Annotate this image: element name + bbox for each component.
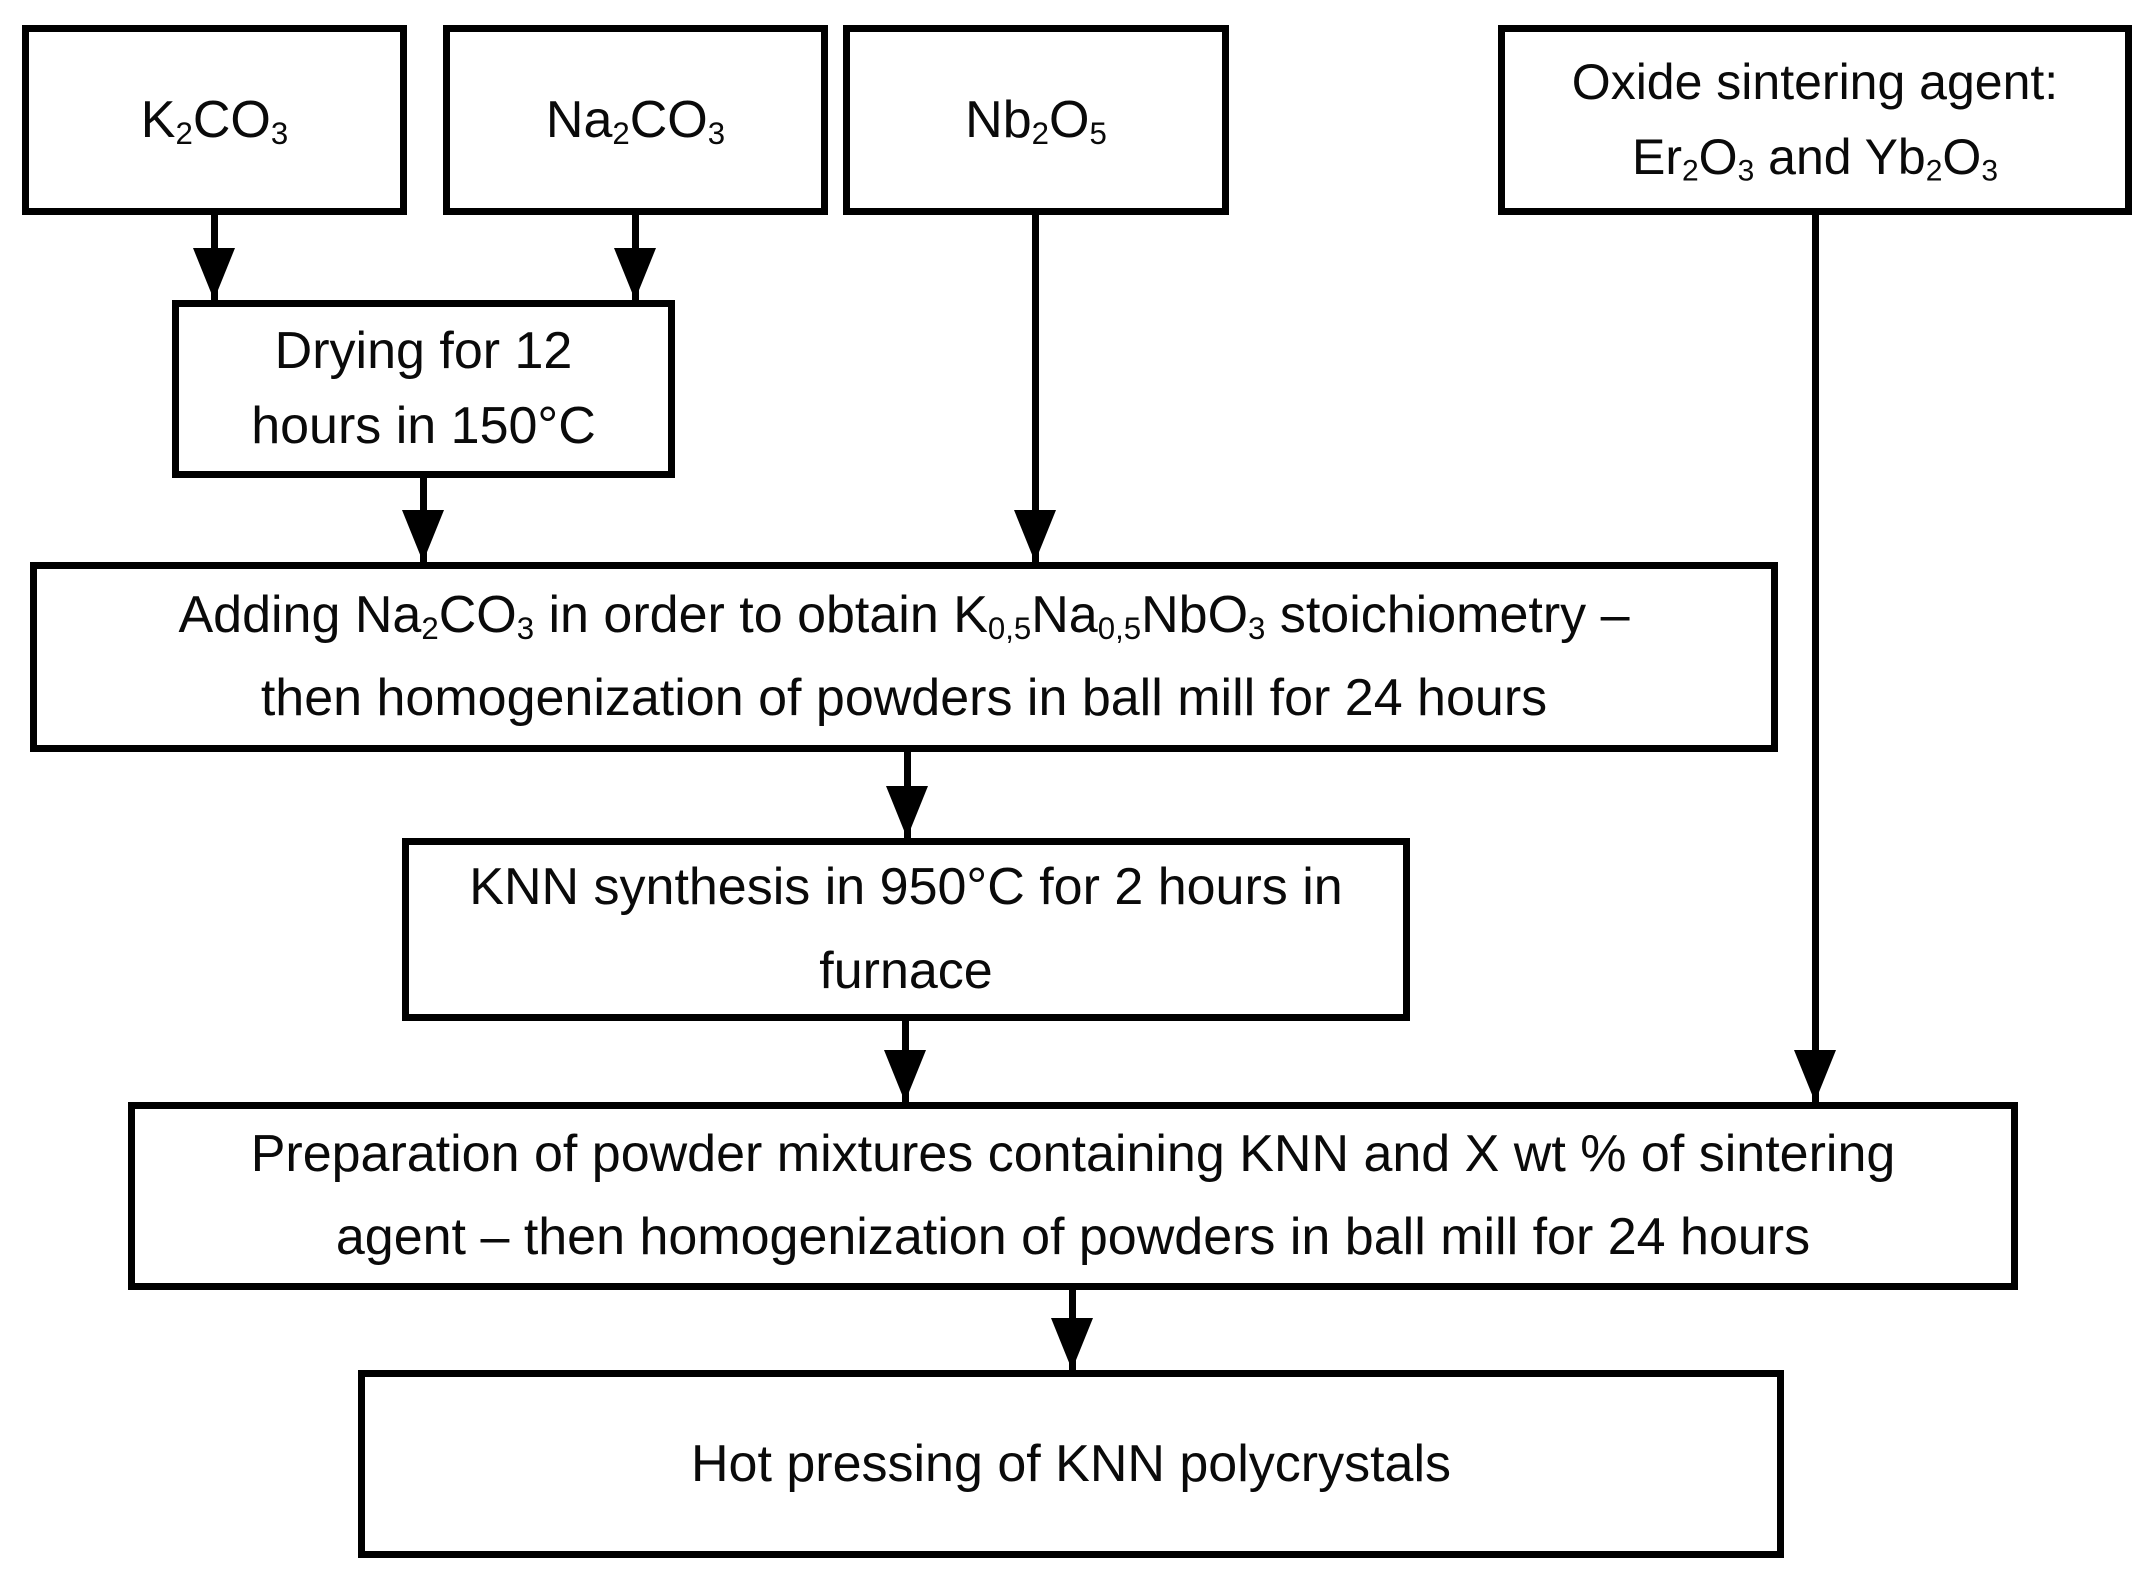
box-adding-homogenization-step: Adding Na2CO3 in order to obtain K0,5Na0… <box>30 562 1778 752</box>
box-k2co3: K2CO3 <box>22 25 407 215</box>
box-powder-mixture-preparation-step: Preparation of powder mixtures containin… <box>128 1102 2018 1290</box>
arrowhead-down-icon <box>1014 510 1056 562</box>
arrowhead-down-icon <box>614 248 656 300</box>
arrowhead-down-icon <box>402 510 444 562</box>
arrow-shaft <box>1812 215 1819 1102</box>
arrow-shaft <box>1032 215 1039 562</box>
arrowhead-down-icon <box>193 248 235 300</box>
arrowhead-down-icon <box>886 786 928 838</box>
arrowhead-down-icon <box>884 1050 926 1102</box>
arrowhead-down-icon <box>1794 1050 1836 1102</box>
box-nb2o5: Nb2O5 <box>843 25 1229 215</box>
box-hot-pressing-step: Hot pressing of KNN polycrystals <box>358 1370 1784 1558</box>
box-oxide-sintering-agent: Oxide sintering agent:Er2O3 and Yb2O3 <box>1498 25 2132 215</box>
arrowhead-down-icon <box>1051 1318 1093 1370</box>
box-na2co3: Na2CO3 <box>443 25 828 215</box>
